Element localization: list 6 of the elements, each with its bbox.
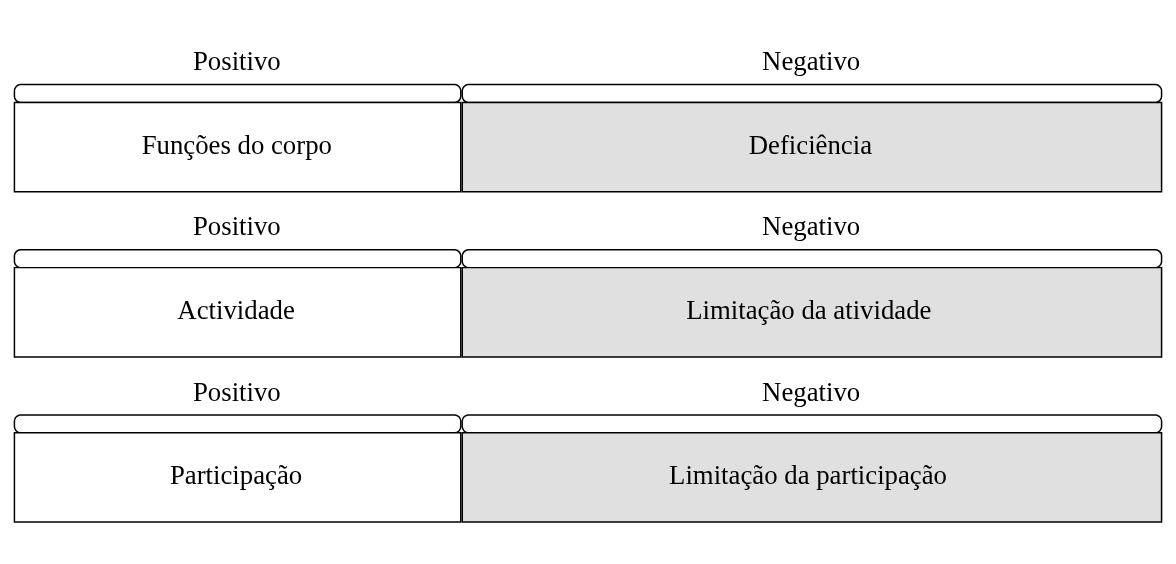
node-label: Positivo — [192, 45, 281, 76]
node-label: Positivo — [192, 376, 281, 407]
node-label: Negativo — [762, 45, 861, 76]
node-label: Negativo — [762, 376, 861, 407]
node-label: Negativo — [762, 210, 861, 241]
node-label: Positivo — [192, 210, 281, 241]
